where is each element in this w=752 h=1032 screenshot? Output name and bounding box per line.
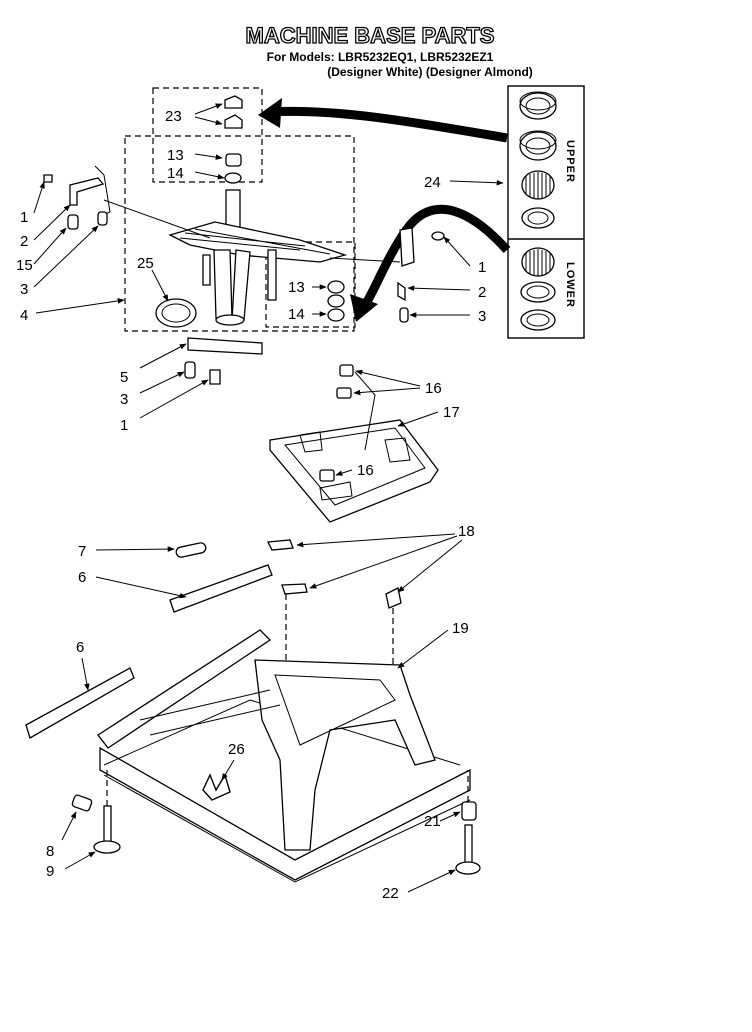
colors-line: (Designer White) (Designer Almond) xyxy=(327,65,533,79)
callout-3-lower: 3 xyxy=(120,391,128,408)
callout-24: 24 xyxy=(424,174,441,191)
callout-17: 17 xyxy=(443,404,460,421)
panel-17 xyxy=(269,419,439,523)
callout-23: 23 xyxy=(165,108,182,125)
seal-ring-25 xyxy=(155,298,197,328)
callout-2-left: 2 xyxy=(20,233,28,250)
leg-21-22 xyxy=(455,801,481,875)
lower-race xyxy=(520,309,556,331)
callout-16-lower: 16 xyxy=(357,462,374,479)
callout-15: 15 xyxy=(16,257,33,274)
machine-base-19 xyxy=(97,629,471,883)
callout-9: 9 xyxy=(46,863,54,880)
spring-7 xyxy=(175,542,207,558)
upper-seal-2 xyxy=(519,130,557,161)
callout-2-right: 2 xyxy=(478,284,486,301)
callout-3-left: 3 xyxy=(20,281,28,298)
drive-assembly xyxy=(168,189,348,326)
callout-25: 25 xyxy=(137,255,154,272)
lower-bearing-arrowhead xyxy=(350,294,378,322)
callout-26: 26 xyxy=(228,741,245,758)
bearing-kit-box: UPPER LOWER xyxy=(507,85,585,339)
lower-label: LOWER xyxy=(564,262,576,308)
hub-spacer-13 xyxy=(225,153,242,167)
clips-16 xyxy=(319,364,376,482)
callout-1-lower: 1 xyxy=(120,417,128,434)
right-bracket-parts xyxy=(329,227,445,323)
bracket-6-lower xyxy=(25,667,135,739)
upper-seal-1 xyxy=(519,91,557,120)
callout-7: 7 xyxy=(78,543,86,560)
callout-4: 4 xyxy=(20,307,28,324)
callout-14-right: 14 xyxy=(288,306,305,323)
right-bearing-box xyxy=(265,241,356,328)
upper-label: UPPER xyxy=(564,140,576,183)
right-washer-14 xyxy=(327,308,345,322)
upper-bearing-arrowhead xyxy=(258,98,282,128)
lower-seal xyxy=(520,281,556,303)
lower-bearing-roller xyxy=(521,247,555,277)
callout-14-upper: 14 xyxy=(167,165,184,182)
callout-1-right: 1 xyxy=(478,259,486,276)
models-line: For Models: LBR5232EQ1, LBR5232EZ1 xyxy=(267,50,494,64)
lower-bearing-arrow xyxy=(361,204,511,308)
callout-21: 21 xyxy=(424,813,441,830)
diagram-title: MACHINE BASE PARTS xyxy=(246,23,495,48)
upper-bearing-roller xyxy=(521,170,555,200)
upper-race xyxy=(521,207,555,229)
bracket-6-upper xyxy=(169,564,273,613)
hub-cap-23 xyxy=(224,95,243,129)
callout-5: 5 xyxy=(120,369,128,386)
callout-18: 18 xyxy=(458,523,475,540)
drive-block-box xyxy=(124,135,355,332)
right-spacer-13 xyxy=(327,280,345,308)
callout-19: 19 xyxy=(452,620,469,637)
callout-8: 8 xyxy=(46,843,54,860)
callout-13-upper: 13 xyxy=(167,147,184,164)
agitator-hub-box xyxy=(152,87,263,183)
spring-clip-26 xyxy=(202,773,231,801)
clips-18 xyxy=(266,539,402,609)
leg-8-9 xyxy=(71,794,121,854)
callout-6-lower: 6 xyxy=(76,639,84,656)
callout-13-right: 13 xyxy=(288,279,305,296)
leader-lines xyxy=(33,103,504,893)
callout-1-left: 1 xyxy=(20,209,28,226)
callout-22: 22 xyxy=(382,885,399,902)
callout-3-right: 3 xyxy=(478,308,486,325)
clip-parts-lower xyxy=(184,337,263,385)
upper-bearing-arrow xyxy=(269,106,508,143)
callout-16-upper: 16 xyxy=(425,380,442,397)
left-bracket-parts xyxy=(43,165,211,239)
callout-6-upper: 6 xyxy=(78,569,86,586)
hub-washer-14 xyxy=(224,172,242,184)
